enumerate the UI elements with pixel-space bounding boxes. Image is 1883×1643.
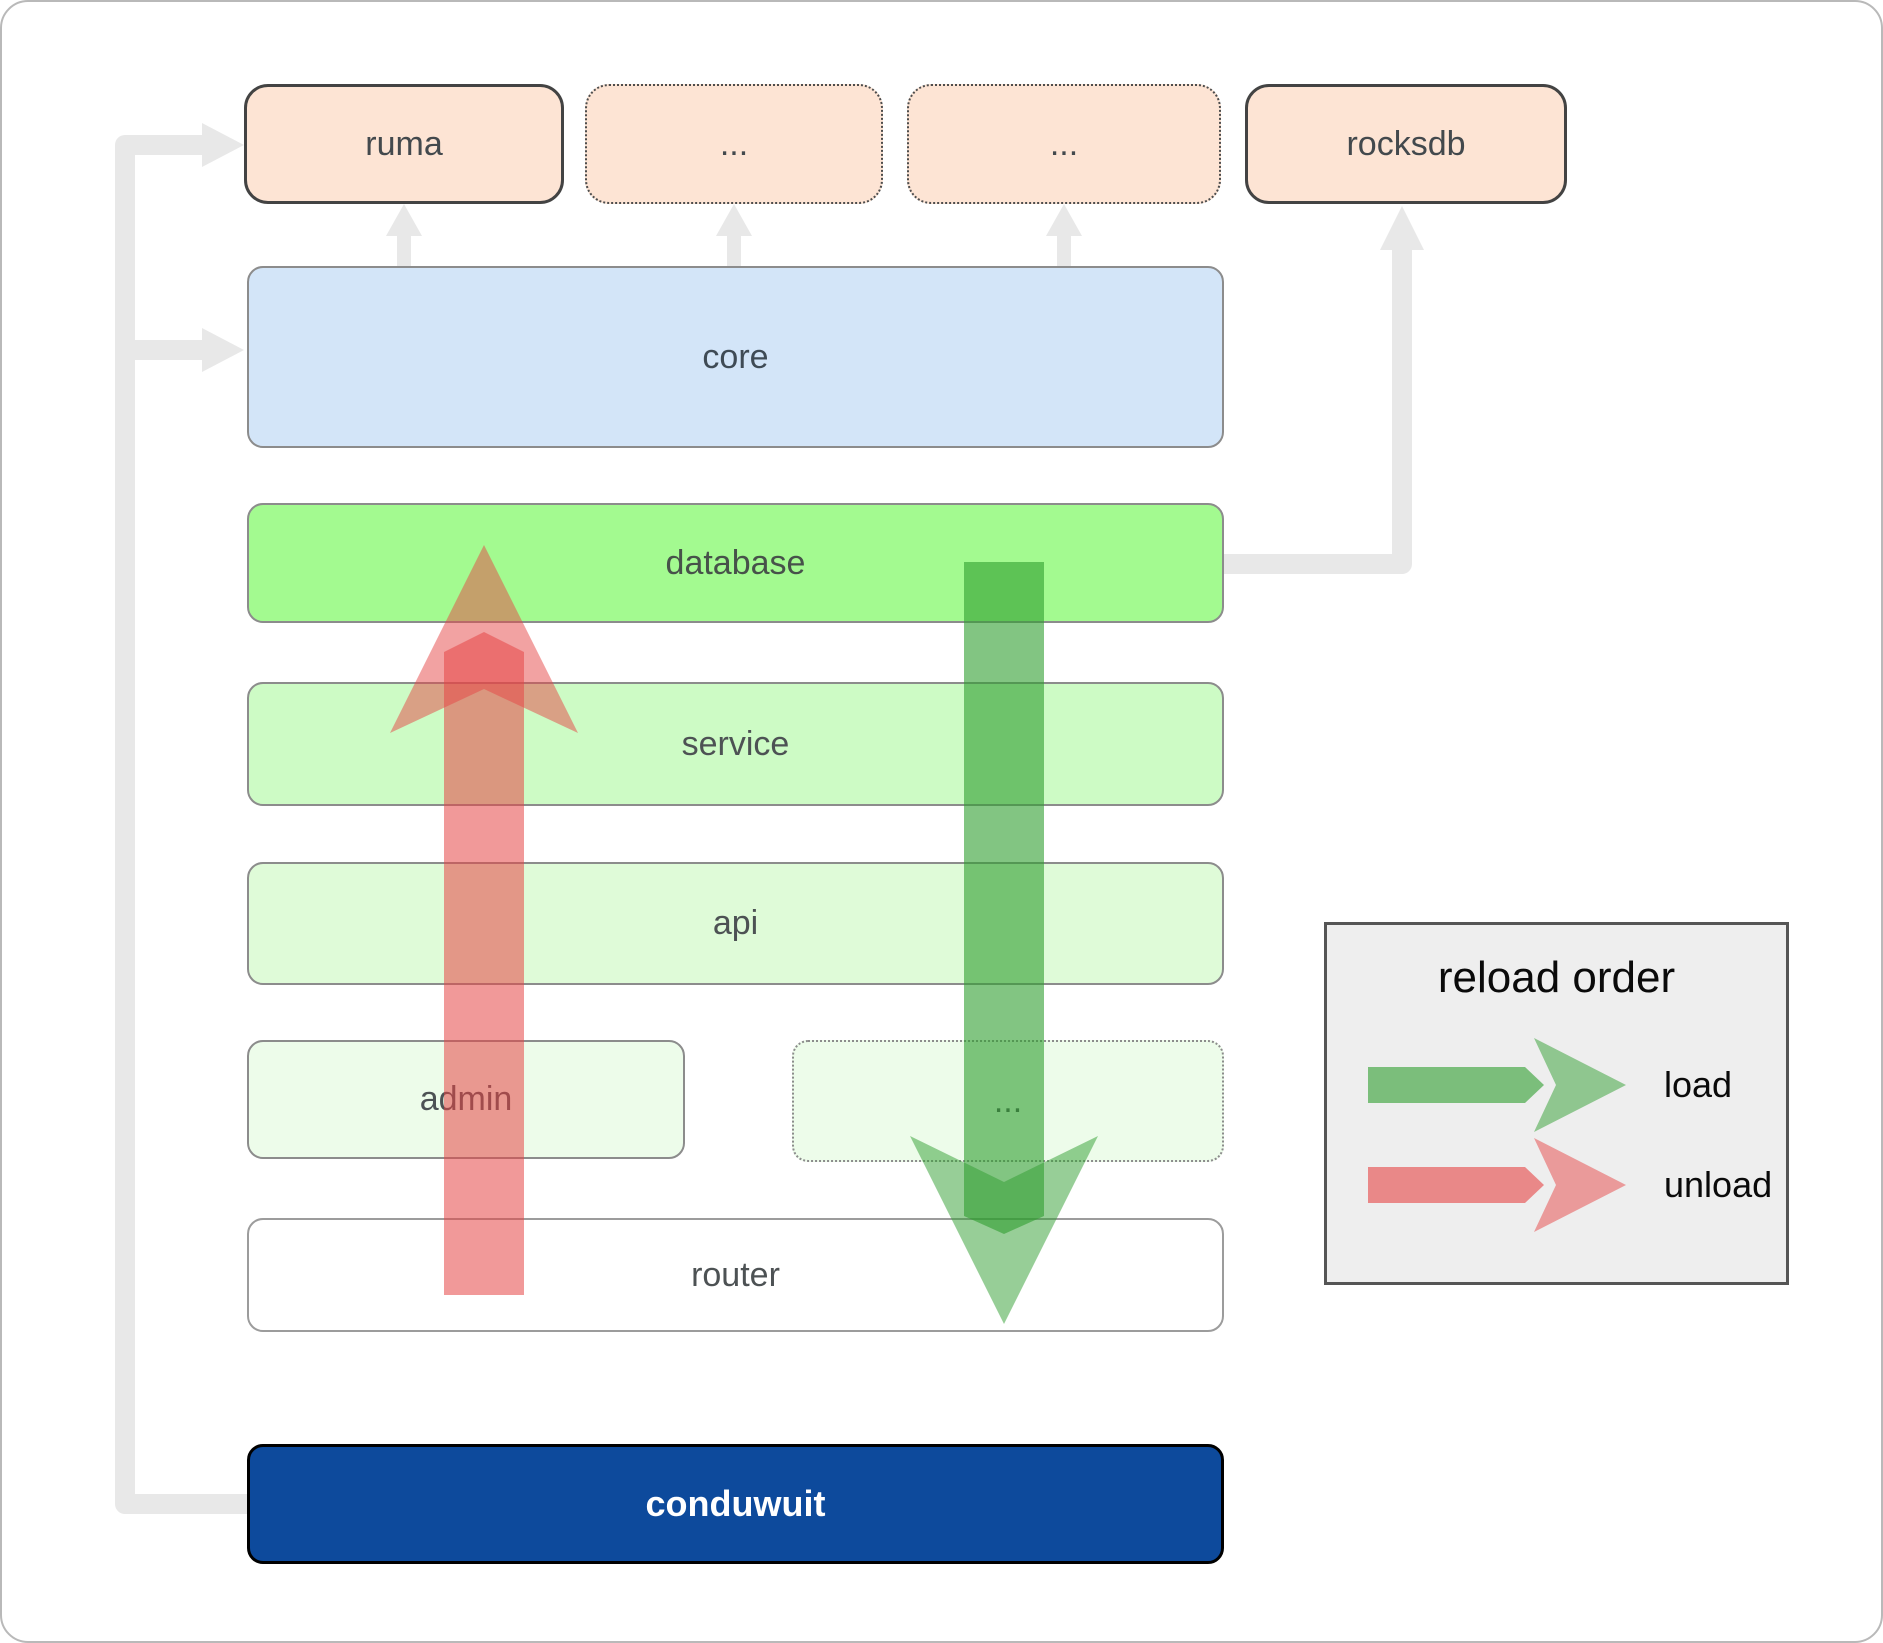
node-admin-label: admin xyxy=(419,1080,513,1118)
connector-conduwuit-to-ruma xyxy=(115,135,247,1514)
node-dependency-ellipsis-1-label: ... xyxy=(719,124,749,163)
node-database: database xyxy=(247,503,1224,623)
legend-item-load: load xyxy=(1368,1037,1732,1133)
arrowhead-into-rocksdb xyxy=(1380,206,1424,250)
connector-core-to-dep1 xyxy=(727,232,741,268)
node-core: core xyxy=(247,266,1224,448)
node-dependency-ellipsis-1: ... xyxy=(585,84,883,204)
load-arrow-icon xyxy=(1368,1038,1626,1132)
legend-item-unload: unload xyxy=(1368,1137,1772,1233)
arrowhead-core-to-dep1 xyxy=(716,204,752,236)
connector-core-to-ruma xyxy=(397,232,411,268)
node-conduwuit: conduwuit xyxy=(247,1444,1224,1564)
unload-arrow-icon xyxy=(1368,1138,1626,1232)
node-router-label: router xyxy=(691,1255,780,1294)
arrowhead-core-to-dep2 xyxy=(1046,204,1082,236)
node-router: router xyxy=(247,1218,1224,1332)
arrowhead-core-to-ruma xyxy=(386,204,422,236)
node-dependency-ellipsis-2: ... xyxy=(907,84,1221,204)
node-conduwuit-label: conduwuit xyxy=(645,1483,826,1524)
node-core-label: core xyxy=(702,337,769,376)
node-admin-ellipsis: ... xyxy=(792,1040,1224,1162)
node-service-label: service xyxy=(681,724,790,763)
node-api-label: api xyxy=(712,904,759,942)
legend-reload-order: reload order load unload xyxy=(1324,922,1789,1285)
node-database-label: database xyxy=(665,543,806,582)
node-ruma-label: ruma xyxy=(365,124,443,163)
arrowhead-into-ruma xyxy=(202,123,244,167)
node-rocksdb-label: rocksdb xyxy=(1346,124,1466,163)
legend-load-label: load xyxy=(1664,1064,1733,1105)
legend-title: reload order xyxy=(1437,953,1676,1002)
connector-database-to-rocksdb xyxy=(1224,248,1412,574)
legend-unload-label: unload xyxy=(1664,1164,1773,1205)
node-rocksdb: rocksdb xyxy=(1245,84,1567,204)
node-service: service xyxy=(247,682,1224,806)
node-dependency-ellipsis-2-label: ... xyxy=(1049,124,1079,163)
node-admin-ellipsis-label: ... xyxy=(993,1081,1023,1120)
node-api: api xyxy=(247,862,1224,985)
node-admin: admin xyxy=(247,1040,685,1159)
connector-core-to-dep2 xyxy=(1057,232,1071,268)
arrowhead-into-core xyxy=(202,328,244,372)
node-ruma: ruma xyxy=(244,84,564,204)
